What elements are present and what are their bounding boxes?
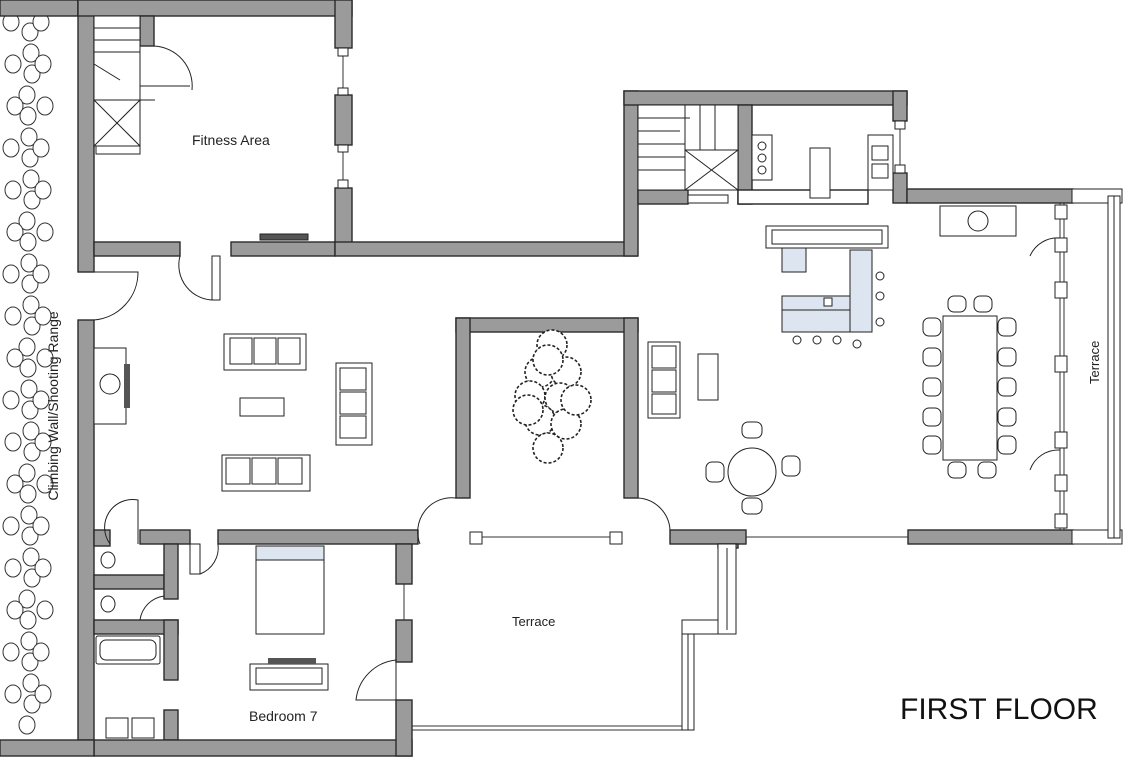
rock-hold: [23, 694, 41, 714]
rock-hold: [32, 390, 50, 410]
rock-hold: [22, 547, 40, 567]
rock-hold: [18, 463, 36, 483]
climbing-wall-label: Climbing Wall/Shooting Range: [45, 311, 61, 501]
rock-hold: [32, 264, 50, 284]
rock-hold: [23, 64, 41, 84]
rock-hold: [23, 568, 41, 588]
tree-foliage: [532, 344, 564, 376]
rock-hold: [36, 222, 54, 242]
terrace-right-label: Terrace: [1087, 341, 1102, 384]
rock-hold: [19, 106, 37, 126]
rock-hold: [6, 222, 24, 242]
rock-hold: [6, 96, 24, 116]
rock-hold: [4, 306, 22, 326]
rock-hold: [18, 211, 36, 231]
rock-hold: [23, 316, 41, 336]
tree-foliage: [532, 432, 564, 464]
rock-hold: [18, 715, 36, 735]
rock-hold: [32, 138, 50, 158]
rock-hold: [4, 432, 22, 452]
bedroom-label: Bedroom 7: [249, 708, 318, 724]
rock-hold: [18, 337, 36, 357]
rock-hold: [6, 600, 24, 620]
stairs: [93, 15, 739, 204]
rock-hold: [21, 526, 39, 546]
rock-hold: [19, 358, 37, 378]
rock-hold: [21, 274, 39, 294]
doors: [93, 45, 1061, 701]
rock-hold: [20, 253, 38, 273]
rock-hold: [19, 610, 37, 630]
rock-hold: [36, 348, 54, 368]
rock-hold: [22, 673, 40, 693]
rock-hold: [19, 484, 37, 504]
rock-hold: [2, 390, 20, 410]
rock-hold: [32, 642, 50, 662]
rock-hold: [21, 22, 39, 42]
rock-hold: [22, 421, 40, 441]
terrace-bottom-label: Terrace: [512, 614, 555, 629]
floor-title: FIRST FLOOR: [900, 693, 1098, 726]
rock-hold: [4, 54, 22, 74]
rock-hold: [36, 96, 54, 116]
rock-hold: [2, 264, 20, 284]
rock-hold: [2, 138, 20, 158]
rock-hold: [21, 652, 39, 672]
rock-hold: [23, 442, 41, 462]
rock-hold: [22, 169, 40, 189]
rock-hold: [20, 379, 38, 399]
rock-hold: [2, 516, 20, 536]
rock-hold: [2, 642, 20, 662]
tree-foliage: [512, 394, 544, 426]
rock-hold: [4, 684, 22, 704]
walls: [0, 0, 1074, 757]
rock-hold: [4, 558, 22, 578]
fitness-area-label: Fitness Area: [192, 132, 270, 148]
furniture: [93, 134, 1017, 739]
rock-hold: [34, 180, 52, 200]
rock-hold: [20, 505, 38, 525]
rock-hold: [23, 190, 41, 210]
rock-hold: [34, 558, 52, 578]
rock-hold: [22, 43, 40, 63]
rock-hold: [6, 474, 24, 494]
windows: [334, 47, 1123, 731]
climbing-wall-holds: [2, 12, 54, 735]
rock-hold: [19, 232, 37, 252]
rock-hold: [34, 684, 52, 704]
rock-hold: [18, 85, 36, 105]
rock-hold: [36, 600, 54, 620]
rock-hold: [34, 54, 52, 74]
rock-hold: [20, 631, 38, 651]
rock-hold: [21, 400, 39, 420]
rock-hold: [4, 180, 22, 200]
rock-hold: [22, 295, 40, 315]
rock-hold: [32, 516, 50, 536]
rock-hold: [21, 148, 39, 168]
rock-hold: [34, 306, 52, 326]
rock-hold: [18, 589, 36, 609]
courtyard-tree: [512, 329, 592, 464]
tree-foliage: [560, 384, 592, 416]
rock-hold: [34, 432, 52, 452]
rock-hold: [6, 348, 24, 368]
rock-hold: [20, 127, 38, 147]
rock-hold: [36, 474, 54, 494]
